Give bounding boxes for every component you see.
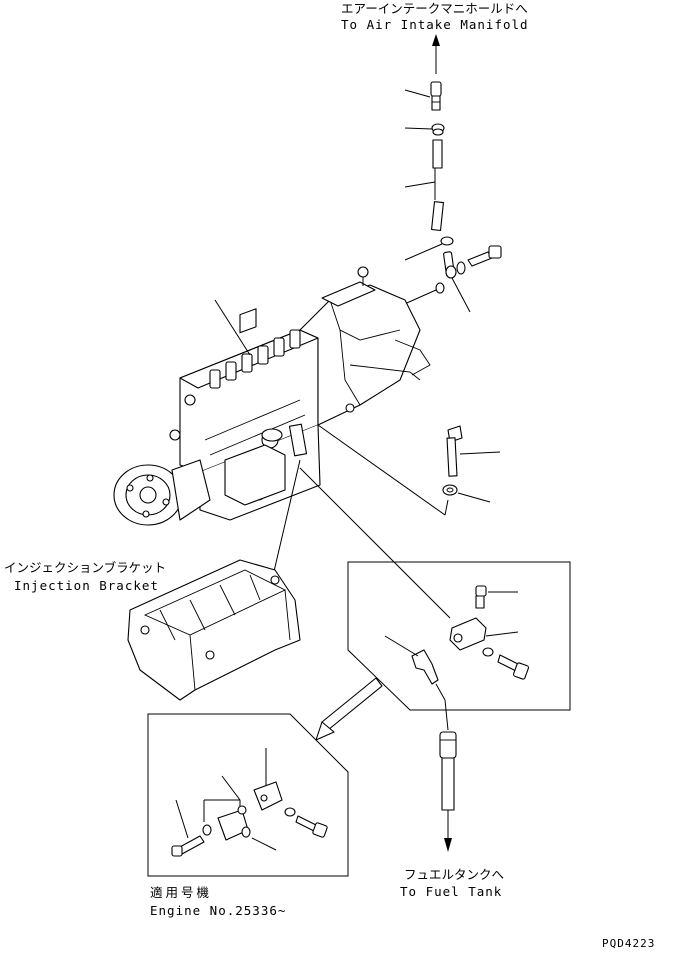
hose-lower — [431, 201, 444, 231]
hose-clip-lower — [404, 236, 454, 261]
air-intake-arrow — [432, 34, 440, 74]
applicable-label-jp: 適用号機 — [150, 885, 213, 900]
mounting-bolt-right — [446, 425, 501, 477]
leader-to-washer — [317, 424, 446, 516]
hose-clip-upper — [404, 123, 445, 136]
injection-bracket-label-en: Injection Bracket — [14, 578, 159, 593]
fuel-tank-pipe — [439, 699, 457, 852]
hose-upper — [404, 139, 443, 200]
top-connector-part — [404, 81, 442, 111]
injection-bracket-part — [127, 559, 301, 701]
detail-box-engine-variant — [147, 713, 349, 877]
engine-number-label: Engine No.25336~ — [150, 903, 287, 918]
injection-bracket-label-jp: インジェクションブラケット — [4, 560, 167, 575]
detail-box-fuel-outlet — [299, 467, 571, 711]
air-intake-label-en: To Air Intake Manifold — [341, 17, 529, 32]
injection-pump-assembly — [113, 266, 431, 526]
drawing-code: PQD4223 — [602, 937, 656, 950]
detail-arrow — [315, 677, 383, 741]
fuel-tank-label-en: To Fuel Tank — [400, 884, 503, 899]
fuel-tank-label-jp: フュエルタンクへ — [404, 867, 505, 882]
air-intake-label-jp: エアーインテークマニホールドへ — [341, 1, 528, 16]
washer-right — [442, 484, 491, 503]
banjo-fitting-upper — [399, 245, 502, 313]
